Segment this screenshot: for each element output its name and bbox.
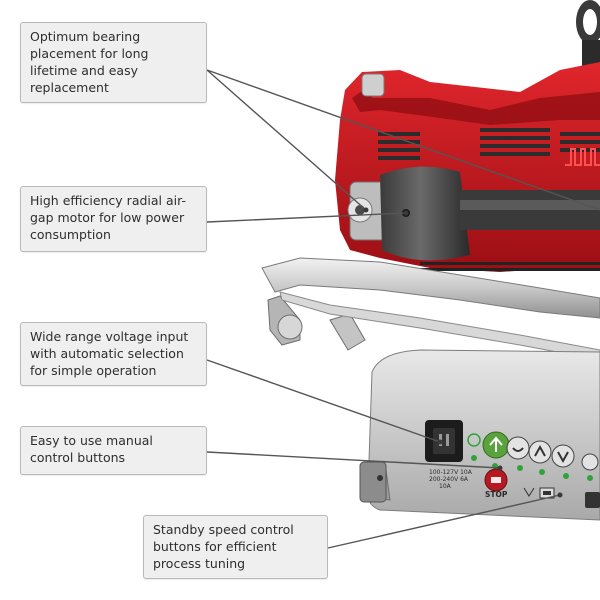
voltage-line-3: 10A (439, 483, 452, 490)
leader-endpoints (363, 207, 563, 498)
callout-voltage-input: Wide range voltage input with automatic … (20, 322, 207, 386)
voltage-line-2: 200-240V 6A (429, 476, 469, 483)
leader-lines (206, 69, 600, 549)
silver-frame (261, 257, 600, 361)
callout-control-buttons: Easy to use manual control buttons (20, 426, 207, 475)
controller-base: 100-127V 10A 200-240V 6A 10A STOP (359, 349, 600, 521)
voltage-line-1: 100-127V 10A (429, 469, 473, 476)
callout-bearing-placement: Optimum bearing placement for long lifet… (20, 22, 207, 103)
callout-radial-motor: High efficiency radial air-gap motor for… (20, 186, 207, 252)
stop-label: STOP (485, 490, 508, 499)
callout-standby-speed: Standby speed control buttons for effici… (143, 515, 328, 579)
motor (347, 166, 600, 261)
